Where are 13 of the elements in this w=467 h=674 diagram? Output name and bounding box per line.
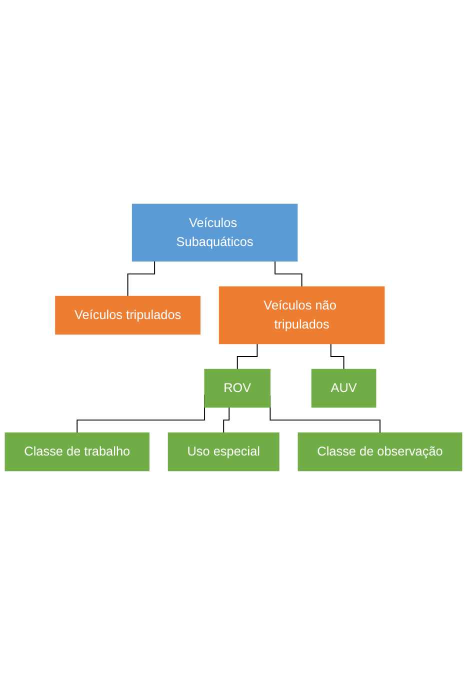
node-box: Uso especial	[168, 432, 280, 471]
connector	[223, 406, 230, 433]
node-box: Veículos não tripulados	[218, 286, 385, 344]
connector	[127, 260, 156, 296]
connector	[236, 342, 258, 370]
node-box: Veículos Subaquáticos	[132, 203, 298, 262]
node-box: ROV	[204, 368, 270, 408]
connector	[274, 260, 302, 287]
connector	[330, 342, 344, 370]
node-box: Classe de observação	[298, 432, 462, 471]
node-box: Classe de trabalho	[4, 432, 150, 471]
node-box: Veículos tripulados	[55, 295, 200, 334]
node-box: AUV	[311, 368, 376, 408]
